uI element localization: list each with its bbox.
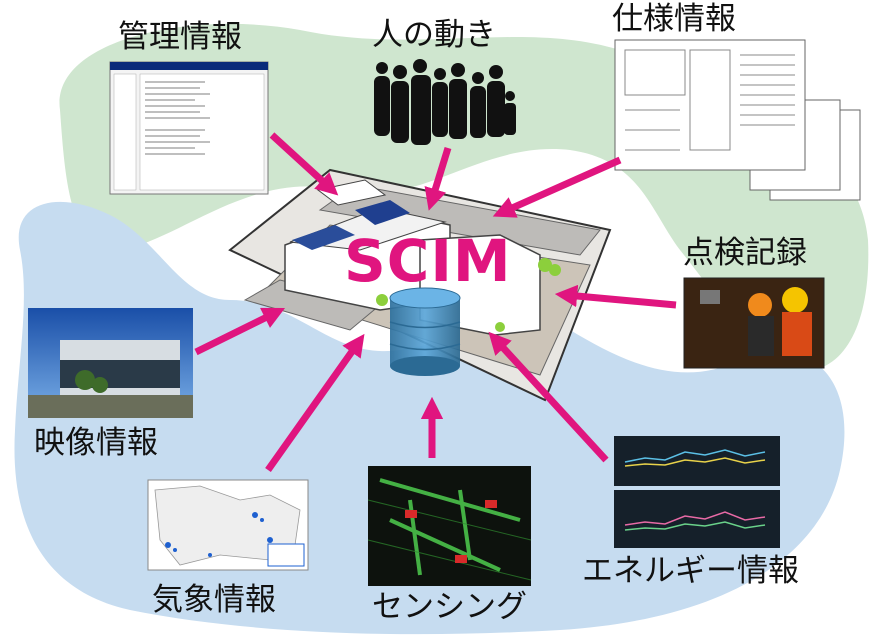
arrow-weather: [265, 333, 365, 473]
arrow-inspection: [554, 284, 677, 309]
label-management: 管理情報: [118, 19, 242, 55]
spec-documents: [614, 39, 861, 201]
people-silhouettes: [374, 59, 516, 145]
arrow-energy: [488, 331, 609, 463]
arrow-people: [424, 146, 452, 211]
arrow-management: [269, 132, 339, 196]
label-people: 人の動き: [372, 17, 496, 53]
sensing-3d-view: [367, 466, 532, 586]
management-screenshot: [109, 61, 269, 195]
label-spec: 仕様情報: [612, 1, 736, 37]
inspection-photo: [683, 277, 825, 369]
arrow-spec: [492, 156, 622, 218]
arrow-video: [194, 307, 286, 356]
label-video: 映像情報: [34, 425, 158, 461]
arrows: [194, 132, 677, 473]
energy-charts: [614, 436, 780, 548]
hub-label: SCIM: [344, 227, 512, 295]
label-inspection: 点検記録: [683, 235, 807, 271]
label-weather: 気象情報: [152, 582, 276, 618]
video-photo: [28, 308, 193, 418]
label-sensing: センシング: [372, 589, 527, 625]
weather-map: [147, 479, 309, 571]
label-energy: エネルギー情報: [582, 553, 799, 589]
